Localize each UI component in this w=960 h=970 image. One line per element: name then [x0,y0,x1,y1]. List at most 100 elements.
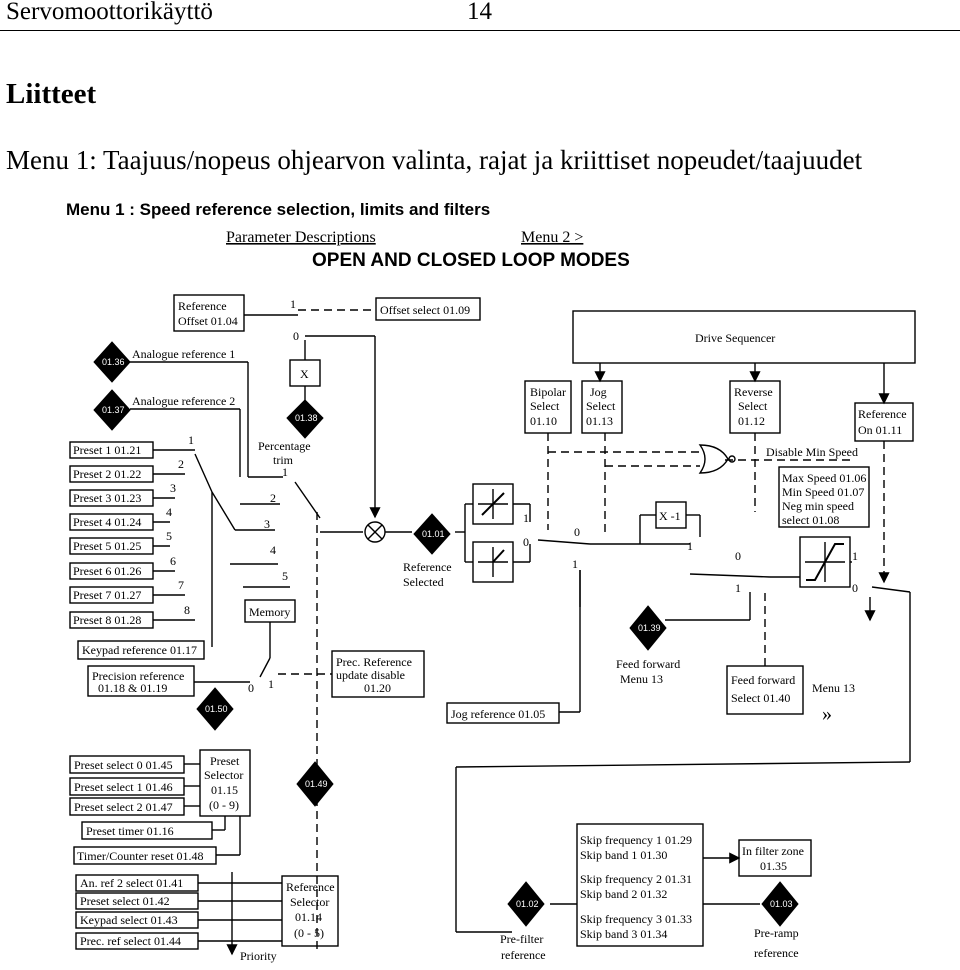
offset-switch-1: 1 [290,297,296,311]
preset-7-label: Preset 7 01.27 [73,588,141,602]
speed-limits-box [778,466,870,528]
precision-update-label-2: update disable [336,668,405,682]
diamond-01-38 [286,399,324,439]
block-diagram: Menu 1 : Speed reference selection, limi… [66,200,916,963]
preset-4-label: Preset 4 01.24 [73,515,141,529]
mode-title: OPEN AND CLOSED LOOP MODES [312,250,630,271]
diamond-01-49 [296,761,334,807]
menu2-link[interactable]: Menu 2 > [521,229,583,246]
jog-switch-1: 1 [572,557,578,571]
preset-switch-7: 7 [178,578,184,592]
precision-reference-label: Precision reference [92,669,184,683]
diamond-01-39 [629,605,667,651]
preset-3-label: Preset 3 01.23 [73,491,141,505]
diagram-title: Menu 1 : Speed reference selection, limi… [66,200,490,219]
reference-selector-param: 01.14 [295,910,322,924]
reference-on-label: Reference [858,407,907,421]
in-filter-zone-label: In filter zone [742,844,804,858]
skip-band-3-label: Skip band 3 01.34 [580,927,667,941]
timer-counter-reset-label: Timer/Counter reset 01.48 [77,849,204,863]
skip-band-1-label: Skip band 1 01.30 [580,848,667,862]
analogue-reference-1-label: Analogue reference 1 [132,347,235,361]
skip-frequency-3-label: Skip frequency 3 01.33 [580,912,692,926]
preset-selector-label-2: Selector [204,768,243,782]
reference-offset-box [173,294,245,332]
keypad-reference-box [77,640,205,660]
preset-1-label: Preset 1 01.21 [73,443,141,457]
preset-6-label: Preset 6 01.26 [73,564,141,578]
section-title: Liitteet [6,78,97,110]
feed-forward-select-label: Feed forward [731,673,795,687]
reference-offset-label: Reference [178,299,227,313]
menu13-label: Menu 13 [812,681,855,695]
reverse-select-label: Reverse [734,385,773,399]
pre-filter-label: Pre-filter [500,932,543,946]
drive-sequencer-label: Drive Sequencer [695,331,775,345]
min-speed-label: Min Speed 01.07 [782,485,864,499]
preset-select-0-label: Preset select 0 01.45 [74,758,173,772]
preset-selector-range: (0 - 9) [209,798,239,812]
reference-selected-label-2: Selected [403,575,444,589]
negate-label: X -1 [659,509,681,523]
max-speed-label: Max Speed 01.06 [782,471,866,485]
selector-switch-3: 3 [264,517,270,531]
preset-switch-6: 6 [170,554,176,568]
diamond-01-38-label: 01.38 [295,413,318,423]
preset-switch-2: 2 [178,457,184,471]
prec-switch-0: 0 [248,681,254,695]
selector-switch-4: 4 [270,543,276,557]
reference-selector-label-2: Selector [290,895,329,909]
preset-switch-5: 5 [166,529,172,543]
skip-frequency-1-label: Skip frequency 1 01.29 [580,833,692,847]
diamond-01-37 [93,389,131,431]
diamond-01-36 [93,341,131,383]
offset-switch-0: 0 [293,329,299,343]
an-ref2-select-label: An. ref 2 select 01.41 [80,876,183,890]
bipolar-switch-1: 1 [523,511,529,525]
diamond-01-36-label: 01.36 [102,357,125,367]
preset-select-1-label: Preset select 1 01.46 [74,780,173,794]
diamond-01-39-label: 01.39 [638,623,661,633]
preset-timer-label: Preset timer 01.16 [86,824,174,838]
keypad-reference-label: Keypad reference 01.17 [82,643,197,657]
jog-switch-0: 0 [574,525,580,539]
feed-forward-menu-label: Menu 13 [620,672,663,686]
reference-offset-param: Offset 01.04 [178,314,238,328]
preset-selector-param: 01.15 [211,783,238,797]
skip-band-2-label: Skip band 2 01.32 [580,887,667,901]
neg-min-speed-label: Neg min speed [782,499,854,513]
reverse-switch-1: 1 [687,539,693,553]
reference-selected-label: Reference [403,560,452,574]
reference-selector-label: Reference [286,880,335,894]
pre-ramp-label-2: reference [754,946,799,960]
reverse-switch-1b: 1 [735,581,741,595]
skip-frequency-box [576,823,704,947]
preset-select-label: Preset select 01.42 [80,894,170,908]
selector-switch-5: 5 [282,569,288,583]
diamond-01-50 [196,687,234,731]
offset-select-label: Offset select 01.09 [380,303,470,317]
page-number: 14 [467,0,492,25]
reference-selector-range: (0 - 5) [294,926,324,940]
preset-switch-8: 8 [184,603,190,617]
preset-5-label: Preset 5 01.25 [73,539,141,553]
multiply-label: X [300,367,309,381]
preset-8-label: Preset 8 01.28 [73,613,141,627]
parameter-descriptions-link[interactable]: Parameter Descriptions [226,229,376,246]
priority-label: Priority [240,949,277,963]
diamond-01-49-label: 01.49 [305,779,328,789]
reverse-switch-0: 0 [735,549,741,563]
preset-select-2-label: Preset select 2 01.47 [74,800,173,814]
precision-reference-params: 01.18 & 01.19 [98,681,167,695]
menu13-arrow[interactable]: » [822,703,832,725]
reference-selector-box [281,875,339,947]
bipolar-select-label: Bipolar [530,385,566,399]
diamond-01-02-label: 01.02 [516,899,539,909]
output-switch-0: 0 [852,581,858,595]
jog-reference-label: Jog reference 01.05 [451,707,545,721]
selector-switch-1: 1 [282,465,288,479]
analogue-reference-2-label: Analogue reference 2 [132,394,235,408]
preset-switch-1: 1 [188,433,194,447]
page-header: Servomoottorikäyttö 14 [0,0,960,31]
neg-min-speed-param: select 01.08 [782,513,839,527]
